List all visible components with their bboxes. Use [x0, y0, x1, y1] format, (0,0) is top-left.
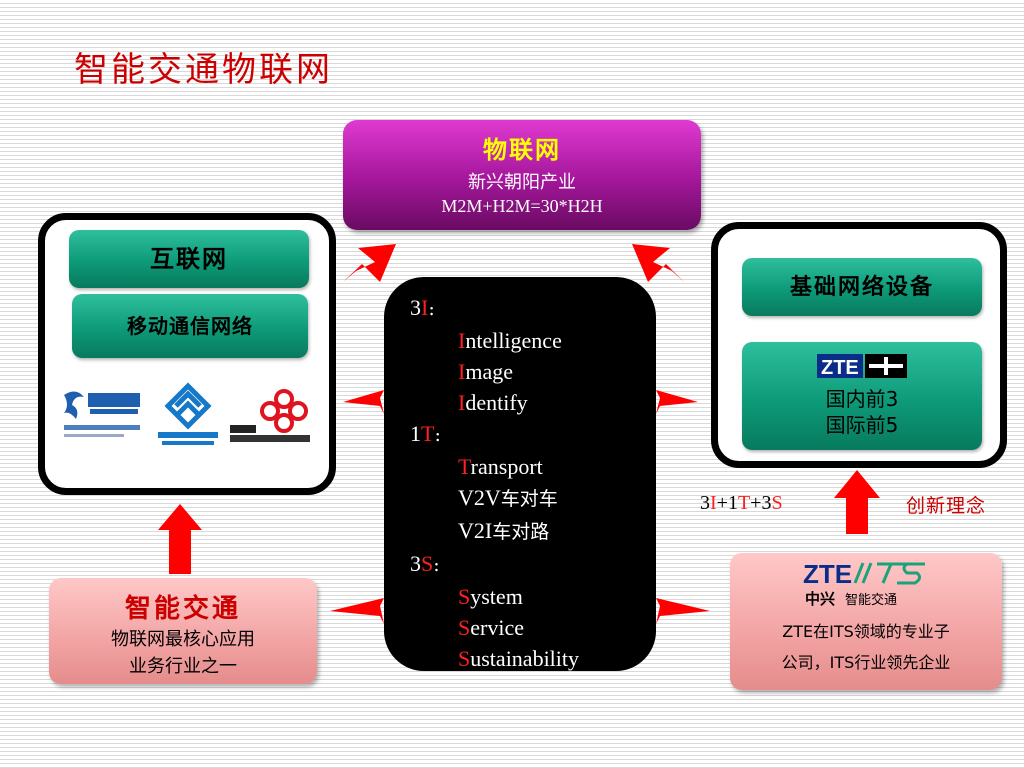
zte-its-box: ZTE 中兴 智能交通 ZTE在ITS领域的专业子 公司，ITS行业领先企业	[730, 553, 1002, 690]
china-mobile-logo	[158, 382, 218, 445]
arrow-zte-its-to-right-panel	[834, 470, 880, 534]
i-item-intelligence: Intelligence	[458, 328, 562, 353]
i-item-image: Image	[458, 359, 513, 384]
svg-text:ZTE: ZTE	[821, 357, 859, 379]
t-heading: 1T:	[410, 421, 441, 446]
arrow-left-to-iot	[343, 244, 396, 282]
iot-title: 物联网	[483, 135, 561, 164]
t-item-v2i: V2I车对路	[458, 518, 550, 543]
iot-box: 物联网 新兴朝阳产业 M2M+H2M=30*H2H	[343, 120, 701, 230]
its-desc-line2: 业务行业之一	[129, 656, 237, 677]
iot-subtitle: 新兴朝阳产业	[468, 172, 576, 193]
rank-international: 国际前5	[825, 413, 899, 437]
china-telecom-logo	[64, 391, 140, 437]
t-item-v2v: V2V车对车	[458, 485, 558, 510]
its-title: 智能交通	[124, 594, 241, 624]
internet-box: 互联网	[69, 230, 309, 288]
s-item-system: System	[458, 584, 523, 609]
arrow-right-to-iot	[632, 244, 684, 282]
zte-logo: ZTE	[817, 354, 907, 379]
svg-text:ZTE: ZTE	[803, 559, 852, 589]
arrow-center-to-zte-its	[656, 598, 710, 624]
zte-its-desc-line1: ZTE在ITS领域的专业子	[782, 622, 950, 641]
formula-3i1t3s: 3I+1T+3S	[700, 492, 783, 514]
t-item-transport: Transport	[458, 454, 543, 479]
infrastructure-box: 基础网络设备	[742, 258, 982, 316]
svg-text:中兴: 中兴	[805, 590, 835, 608]
zte-ranking-box: ZTE 国内前3 国际前5	[742, 342, 982, 450]
mobile-network-box: 移动通信网络	[72, 294, 308, 358]
page-title: 智能交通物联网	[74, 50, 333, 90]
arrow-center-to-its	[330, 598, 384, 624]
i-heading: 3I:	[410, 295, 435, 320]
arrow-center-to-left-panel	[343, 390, 384, 414]
innovation-label: 创新理念	[906, 495, 987, 517]
zte-its-logo: ZTE 中兴 智能交通	[803, 559, 925, 608]
its-desc-line1: 物联网最核心应用	[111, 629, 255, 650]
svg-text:智能交通: 智能交通	[845, 592, 897, 608]
zte-its-desc-line2: 公司，ITS行业领先企业	[781, 653, 951, 672]
arrow-its-to-left-panel	[158, 504, 202, 574]
s-item-sustainability: Sustainability	[458, 646, 580, 671]
intelligent-transport-box: 智能交通 物联网最核心应用 业务行业之一	[49, 578, 317, 684]
s-item-service: Service	[458, 615, 524, 640]
i-item-identify: Identify	[458, 390, 528, 415]
iot-equation: M2M+H2M=30*H2H	[441, 196, 603, 216]
arrow-center-to-right-panel	[656, 390, 698, 414]
3i1t3s-box: 3I: Intelligence Image Identify 1T: Tran…	[384, 277, 656, 671]
s-heading: 3S:	[410, 551, 440, 576]
rank-domestic: 国内前3	[825, 387, 899, 411]
china-unicom-logo	[230, 389, 310, 442]
